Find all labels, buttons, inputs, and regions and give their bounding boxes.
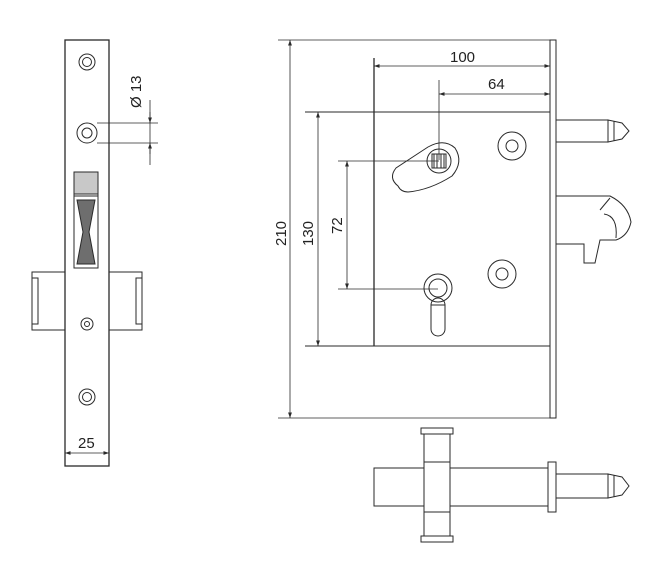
height-130-label: 130 [300, 221, 317, 246]
dimension-100: 100 [374, 49, 550, 68]
side-view: Ø 13 25 [31, 39, 158, 467]
latch-window [73, 171, 99, 269]
cylinder-cap-right [135, 277, 143, 325]
deadbolt [555, 119, 630, 143]
bolt-top [555, 473, 630, 499]
width-100-label: 100 [450, 49, 475, 66]
dimension-64: 64 [439, 76, 550, 96]
cylinder-cap-left [31, 277, 39, 325]
dimension-25: 25 [64, 435, 110, 466]
distance-72-label: 72 [329, 217, 346, 234]
dimension-130: 130 [300, 112, 320, 346]
dimension-72: 72 [329, 161, 349, 289]
small-screw [80, 317, 94, 331]
screw-hole-bottom [78, 388, 96, 406]
follower-hole [76, 122, 98, 144]
lock-body-top [373, 467, 551, 507]
latch-hook [555, 195, 632, 264]
width-64-label: 64 [488, 76, 505, 93]
top-view [373, 427, 630, 543]
width-25-label: 25 [78, 435, 95, 452]
screw-hole-top [78, 53, 96, 71]
diameter-label: Ø 13 [128, 75, 145, 108]
height-210-label: 210 [273, 221, 290, 246]
front-view: 210 130 72 100 64 [273, 39, 632, 419]
case-screw-top [497, 131, 527, 161]
follower-cam [392, 142, 460, 193]
front-plate-top [547, 461, 557, 513]
keyhole [423, 273, 453, 337]
dimension-210: 210 [273, 40, 292, 418]
front-plate [549, 39, 557, 419]
dimension-diameter: Ø 13 [97, 75, 158, 165]
case-screw-bottom [487, 259, 517, 289]
